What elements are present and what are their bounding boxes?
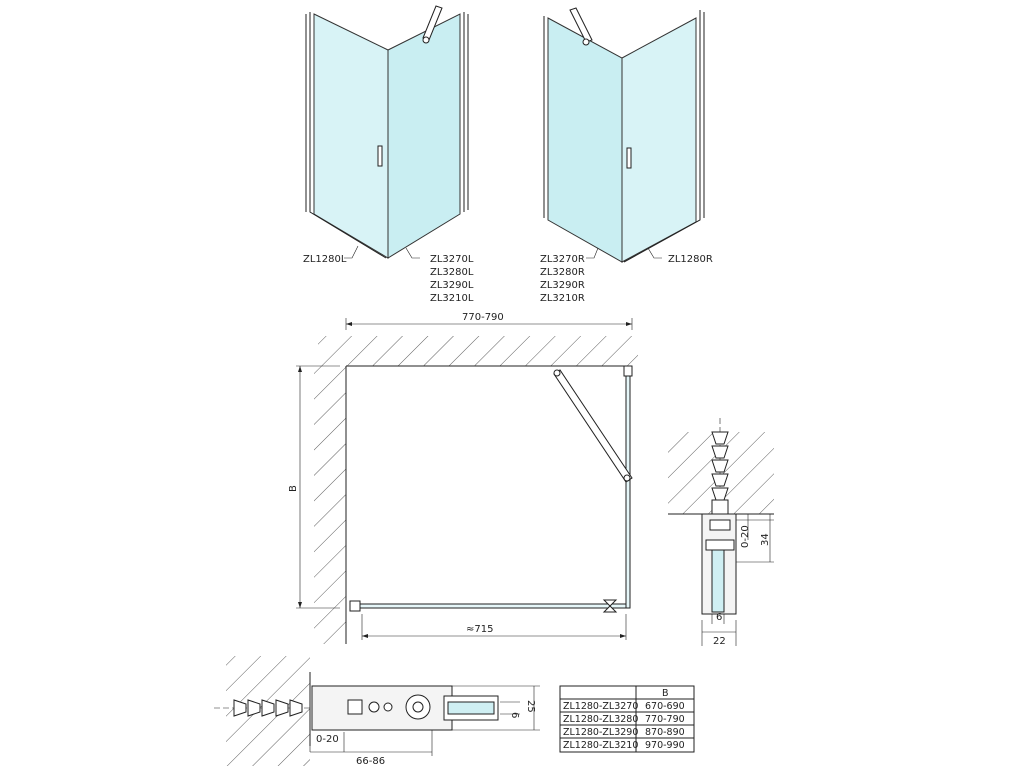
bottom-detail: 6 25 0-20 66-86 (214, 656, 540, 767)
label-right-door-3: ZL3290R (540, 280, 585, 291)
bottom-dim-glass: 6 (509, 712, 520, 718)
profile-dim-glass: 6 (716, 612, 722, 623)
wall-top (318, 336, 638, 366)
label-right-door-1: ZL3270R (540, 254, 585, 265)
table-row-1-b: 670-690 (645, 701, 685, 712)
wall-left (314, 366, 346, 644)
bottom-dim-range: 66-86 (356, 756, 385, 767)
table-row-3-b: 870-890 (645, 727, 685, 738)
door-handle-right (626, 147, 632, 169)
table-row-1-model: ZL1280-ZL3270 (563, 701, 638, 712)
plan-fixed-panel (625, 369, 631, 609)
plan-view: 770-790 B ≈715 (288, 312, 638, 644)
profile-dim-depth: 34 (760, 533, 771, 546)
enclosure-right-view (543, 7, 705, 263)
door-handle (377, 145, 383, 167)
table-row-2-model: ZL1280-ZL3280 (563, 714, 638, 725)
dim-b: B (288, 485, 299, 492)
dim-width: 770-790 (462, 312, 504, 323)
bottom-dim-adjust: 0-20 (316, 734, 339, 745)
profile-dim-adjust: 0-20 (740, 525, 751, 548)
table-row-4-model: ZL1280-ZL3210 (563, 740, 638, 751)
dim-opening: ≈715 (466, 624, 493, 635)
table-row-4-b: 970-990 (645, 740, 685, 751)
profile-dim-width: 22 (713, 636, 726, 647)
label-left-door-3: ZL3290L (430, 280, 474, 291)
fixed-panel-right (547, 17, 623, 263)
table-row-3-model: ZL1280-ZL3290 (563, 727, 638, 738)
enclosure-left-view (305, 5, 469, 259)
door-panel-right (621, 17, 697, 263)
bottom-dim-height: 25 (525, 700, 536, 713)
plan-stabilizer (553, 369, 633, 483)
table-row-2-b: 770-790 (645, 714, 685, 725)
fixed-panel-left (387, 13, 461, 259)
stabilizer-bar-right (569, 7, 593, 43)
bottom-detail-profile (311, 685, 453, 731)
label-left-door-2: ZL3280L (430, 267, 474, 278)
label-left-door-1: ZL3270L (430, 254, 474, 265)
label-left-profile: ZL1280L (303, 254, 347, 265)
label-right-door-4: ZL3210R (540, 293, 585, 304)
profile-detail: 0-20 34 6 22 (668, 418, 774, 647)
table-header-b: B (662, 688, 669, 699)
plan-door-panel (359, 603, 627, 609)
label-left-door-4: ZL3210L (430, 293, 474, 304)
label-right-profile: ZL1280R (668, 254, 713, 265)
label-right-door-2: ZL3280R (540, 267, 585, 278)
size-table: B ZL1280-ZL3270 670-690 ZL1280-ZL3280 77… (559, 685, 695, 753)
